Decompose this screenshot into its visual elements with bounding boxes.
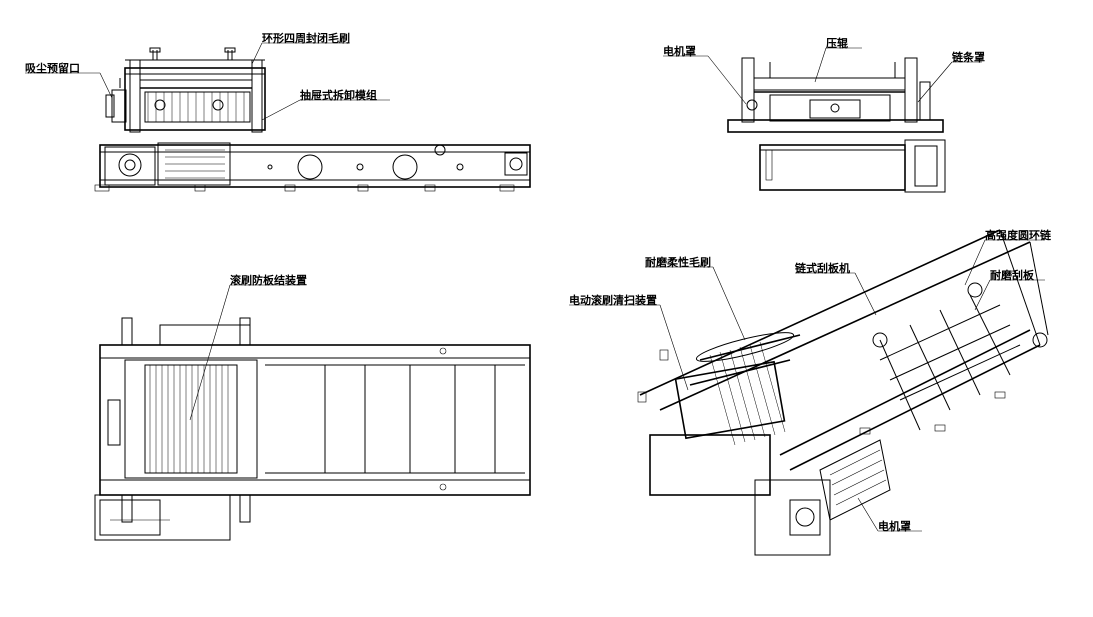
- label-wear-scraper: 耐磨刮板: [990, 268, 1035, 282]
- label-brush-guard: 滚刷防板结装置: [230, 273, 307, 287]
- plan-view: [94, 317, 531, 541]
- label-chain-cover: 链条罩: [952, 50, 985, 64]
- side-elevation-view: [94, 47, 531, 192]
- label-motor-cover-iso: 电机罩: [878, 519, 911, 533]
- isometric-view: [637, 229, 1049, 556]
- label-drawer-module: 抽屉式拆卸模组: [300, 88, 377, 102]
- label-electric-brush-cleaner: 电动滚刷清扫装置: [569, 293, 657, 307]
- label-press-roller: 压辊: [826, 36, 848, 50]
- label-ring-brush: 环形四周封闭毛刷: [262, 31, 350, 45]
- label-high-strength-chain: 高强度圆环链: [985, 228, 1052, 242]
- label-chain-scraper: 链式刮板机: [795, 261, 850, 275]
- label-motor-cover-top: 电机罩: [663, 44, 696, 58]
- label-wear-soft-brush: 耐磨柔性毛刷: [645, 255, 711, 269]
- end-elevation-view: [727, 57, 946, 193]
- leader-lines: [25, 42, 1045, 532]
- label-dust-port: 吸尘预留口: [25, 61, 80, 75]
